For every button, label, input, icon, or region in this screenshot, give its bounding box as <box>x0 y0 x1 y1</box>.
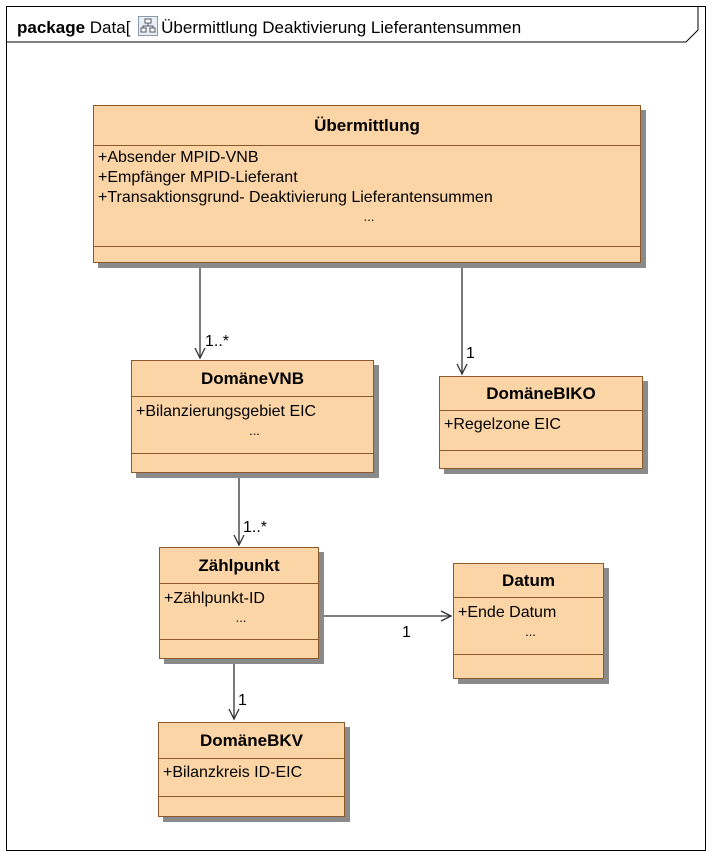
class-diagram-icon <box>138 16 159 36</box>
attribute: +Bilanzkreis ID-EIC <box>163 764 303 781</box>
package-keyword: package <box>17 18 86 37</box>
multiplicity-zaehlpunkt: 1..* <box>243 519 268 536</box>
multiplicity-biko: 1 <box>466 345 475 362</box>
class-uebermittlung[interactable]: Übermittlung +Absender MPID-VNB +Empfäng… <box>93 105 641 263</box>
class-datum[interactable]: Datum +Ende Datum ... <box>453 563 604 679</box>
class-domaene-vnb[interactable]: DomäneVNB +Bilanzierungsgebiet EIC ... <box>131 360 374 473</box>
attributes-ellipsis: ... <box>249 423 260 438</box>
class-attributes: +Bilanzkreis ID-EIC <box>159 759 344 797</box>
package-prefix: Data[ <box>89 18 131 37</box>
class-name: DomäneBKV <box>159 723 344 759</box>
arrowhead-zaehlpunkt <box>233 534 245 547</box>
arrowhead-biko <box>456 363 468 376</box>
attribute: +Transaktionsgrund- Deaktivierung Liefer… <box>98 189 493 206</box>
attributes-ellipsis: ... <box>525 624 536 639</box>
attributes-ellipsis: ... <box>235 610 247 625</box>
package-title: package Data[ Übermittlung Deaktivierung… <box>17 16 521 38</box>
class-attributes: +Absender MPID-VNB +Empfänger MPID-Liefe… <box>94 146 640 247</box>
class-attributes: +Zählpunkt-ID ... <box>160 584 318 640</box>
multiplicity-datum: 1 <box>402 624 411 641</box>
class-domaene-biko[interactable]: DomäneBIKO +Regelzone EIC <box>439 376 643 469</box>
class-name: Übermittlung <box>94 106 640 146</box>
class-attributes: +Bilanzierungsgebiet EIC ... <box>132 397 373 454</box>
package-tab-outline <box>6 6 699 43</box>
attribute: +Ende Datum <box>458 604 557 621</box>
class-zaehlpunkt[interactable]: Zählpunkt +Zählpunkt-ID ... <box>159 547 319 659</box>
multiplicity-bkv: 1 <box>238 692 247 709</box>
multiplicity-vnb: 1..* <box>205 333 230 350</box>
attribute: +Absender MPID-VNB <box>98 149 259 166</box>
class-attributes: +Ende Datum ... <box>454 598 603 655</box>
class-name: DomäneVNB <box>132 361 373 397</box>
attribute: +Bilanzierungsgebiet EIC <box>136 403 317 420</box>
class-name: Datum <box>454 564 603 598</box>
class-name: DomäneBIKO <box>440 377 642 411</box>
attribute: +Empfänger MPID-Lieferant <box>98 169 298 186</box>
class-domaene-bkv[interactable]: DomäneBKV +Bilanzkreis ID-EIC <box>158 722 345 817</box>
arrowhead-datum <box>440 610 453 622</box>
attribute: +Zählpunkt-ID <box>164 590 265 607</box>
arrowhead-vnb <box>194 347 206 360</box>
arrowhead-bkv <box>228 708 240 721</box>
class-name: Zählpunkt <box>160 548 318 584</box>
attributes-ellipsis: ... <box>363 209 375 224</box>
attribute: +Regelzone EIC <box>444 416 561 433</box>
package-name: Übermittlung Deaktivierung Lieferantensu… <box>161 18 522 37</box>
class-attributes: +Regelzone EIC <box>440 411 642 451</box>
